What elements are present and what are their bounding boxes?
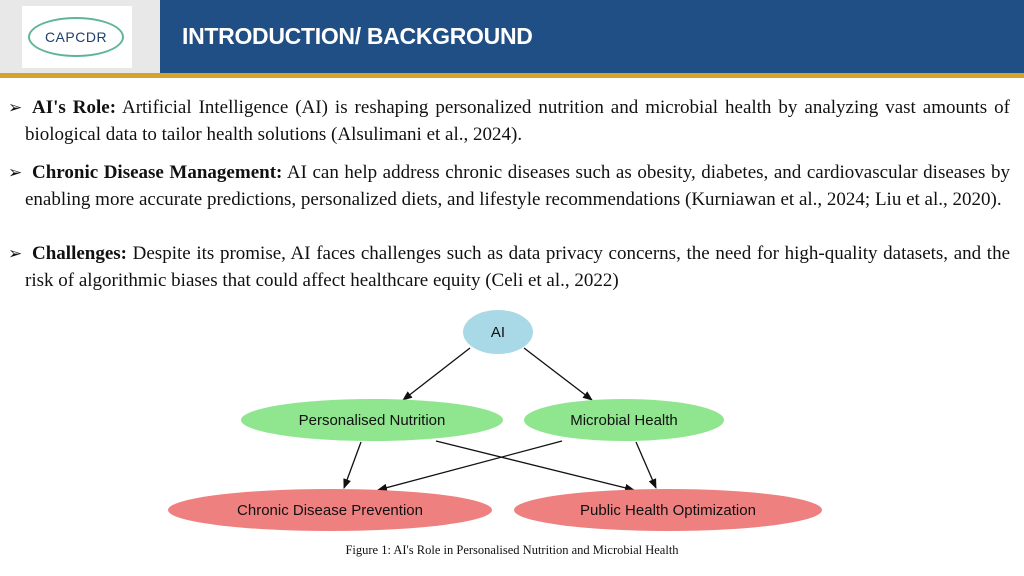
node-public-health-optimization: Public Health Optimization	[514, 489, 822, 531]
figure-caption: Figure 1: AI's Role in Personalised Nutr…	[345, 543, 679, 557]
node-chronic-disease-prevention: Chronic Disease Prevention	[168, 489, 492, 531]
bullet-label: AI's Role:	[32, 97, 117, 118]
edge-ai-to-microbial	[523, 347, 593, 401]
ai-role-diagram: AI Personalised Nutrition Microbial Heal…	[168, 310, 822, 531]
slide-header: CAPCDR INTRODUCTION/ BACKGROUND	[0, 0, 1024, 78]
bullet-text: Despite its promise, AI faces challenges…	[25, 243, 1010, 291]
node-microbial-health: Microbial Health	[524, 399, 724, 441]
node-microbial-label: Microbial Health	[570, 412, 678, 429]
bullet-label: Chronic Disease Management:	[32, 162, 283, 183]
arrow-bullet-icon: ➢	[8, 98, 23, 117]
node-chronic-label: Chronic Disease Prevention	[237, 502, 423, 519]
node-ai: AI	[463, 310, 533, 354]
bullet-text: Artificial Intelligence (AI) is reshapin…	[25, 97, 1010, 145]
node-public-label: Public Health Optimization	[580, 502, 756, 519]
edge-ai-to-nutrition	[402, 347, 471, 401]
title-bar: INTRODUCTION/ BACKGROUND	[160, 0, 1024, 73]
edge-nutrition-to-chronic	[343, 441, 362, 489]
bullet-chronic-disease: ➢ Chronic Disease Management: AI can hel…	[8, 159, 1010, 213]
edge-nutrition-to-public	[435, 440, 635, 492]
bullet-text: AI can help address chronic diseases suc…	[25, 162, 1010, 210]
logo-text: CAPCDR	[28, 17, 124, 57]
logo-panel: CAPCDR	[0, 0, 160, 73]
bullet-challenges: ➢ Challenges: Despite its promise, AI fa…	[8, 240, 1010, 294]
page-title: INTRODUCTION/ BACKGROUND	[182, 23, 533, 49]
arrow-bullet-icon: ➢	[8, 163, 23, 182]
bullet-label: Challenges:	[32, 243, 127, 264]
logo: CAPCDR	[22, 6, 132, 68]
bullet-ai-role: ➢ AI's Role: Artificial Intelligence (AI…	[8, 94, 1010, 148]
arrow-bullet-icon: ➢	[8, 244, 23, 263]
edge-microbial-to-public	[635, 441, 657, 489]
node-nutrition-label: Personalised Nutrition	[299, 412, 446, 429]
edge-microbial-to-chronic	[377, 440, 563, 492]
node-personalised-nutrition: Personalised Nutrition	[241, 399, 503, 441]
header-divider	[0, 73, 1024, 78]
node-ai-label: AI	[491, 324, 505, 341]
